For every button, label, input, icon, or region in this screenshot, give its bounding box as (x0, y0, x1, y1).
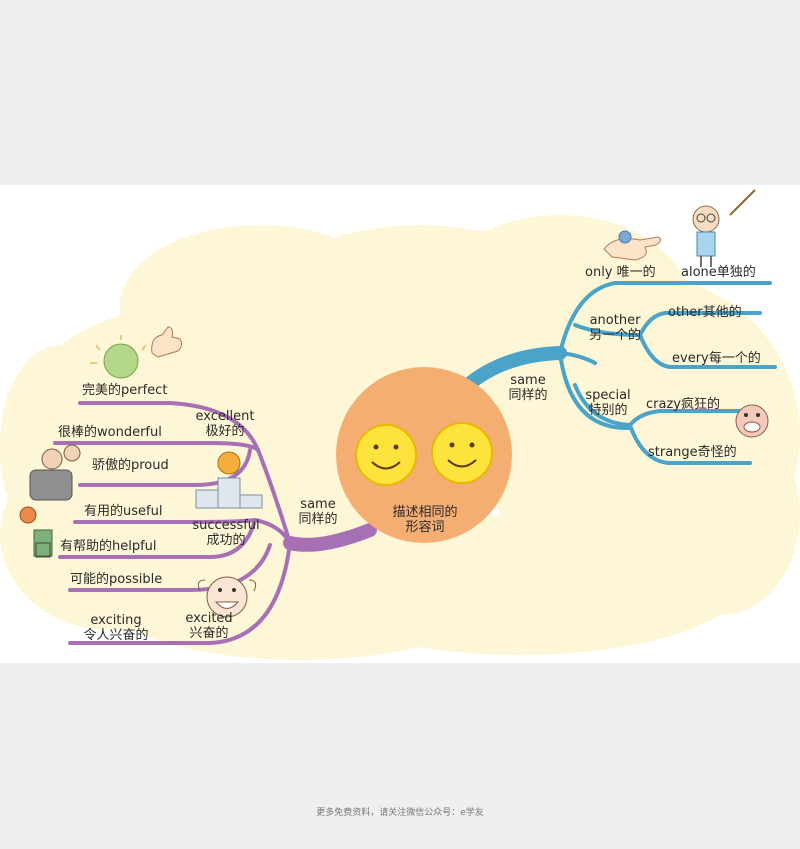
node-excellent-en: excellent (195, 409, 255, 424)
node-excited-zh: 兴奋的 (189, 626, 229, 641)
footer-note: 更多免费资料，请关注微信公众号：e学友 (316, 808, 484, 818)
center-title: 描述相同的 形容词 (380, 505, 470, 535)
right-hub-zh: 同样的 (508, 388, 548, 403)
mind-map-graphics (0, 189, 800, 660)
node-special-zh: 特别的 (588, 403, 628, 418)
node-useful: 有用的useful (84, 504, 163, 519)
node-excellent: excellent 极好的 (188, 409, 262, 439)
node-alone: alone单独的 (681, 265, 756, 280)
right-hub-label: same 同样的 (500, 373, 556, 403)
excited-face-icon (197, 576, 257, 618)
smiley-right-icon (431, 422, 493, 484)
left-hub-zh: 同样的 (298, 512, 338, 527)
node-exciting-zh: 令人兴奋的 (83, 628, 149, 643)
left-branch-lines (53, 401, 377, 645)
left-hub-label: same 同样的 (290, 497, 346, 527)
node-special: special 特别的 (578, 388, 638, 418)
node-strange: strange奇怪的 (648, 445, 737, 460)
node-every: every每一个的 (672, 351, 761, 366)
center-title-line1: 描述相同的 (392, 505, 458, 520)
node-another-zh: 另一个的 (588, 328, 641, 343)
node-special-en: special (585, 388, 631, 403)
node-successful: successful 成功的 (188, 518, 264, 548)
helper-person-icon (19, 506, 53, 558)
node-excellent-zh: 极好的 (205, 424, 245, 439)
cloud-background (0, 215, 800, 660)
node-excited: excited 兴奋的 (178, 611, 240, 641)
node-successful-zh: 成功的 (206, 533, 246, 548)
hand-holding-ball-icon (603, 230, 662, 261)
glasses-man-icon (692, 189, 756, 267)
center-circle (336, 367, 512, 543)
green-ball-icon (90, 335, 147, 379)
node-exciting-en: exciting (90, 613, 142, 628)
node-other: other其他的 (668, 305, 742, 320)
node-successful-en: successful (192, 518, 260, 533)
node-another: another 另一个的 (580, 313, 650, 343)
node-excited-en: excited (185, 611, 233, 626)
crazy-face-icon (735, 404, 769, 438)
thumbs-up-hand-icon (151, 326, 183, 358)
node-helpful: 有帮助的helpful (60, 539, 157, 554)
node-exciting: exciting 令人兴奋的 (74, 613, 158, 643)
node-possible: 可能的possible (70, 572, 163, 587)
proud-people-icon (29, 444, 81, 501)
right-hub-en: same (510, 373, 546, 388)
smiley-left-icon (355, 424, 417, 486)
mind-map-canvas: 描述相同的 形容词 same 同样的 only 唯一的 alone单独的 ano… (0, 185, 800, 663)
node-perfect: 完美的perfect (82, 383, 168, 398)
node-only: only 唯一的 (585, 265, 656, 280)
node-crazy: crazy疯狂的 (646, 397, 720, 412)
node-another-en: another (589, 313, 641, 328)
left-hub-en: same (300, 497, 336, 512)
node-proud: 骄傲的proud (92, 458, 169, 473)
node-wonderful: 很棒的wonderful (58, 425, 162, 440)
trophy-podium-icon (195, 451, 263, 509)
center-title-line2: 形容词 (405, 520, 445, 535)
